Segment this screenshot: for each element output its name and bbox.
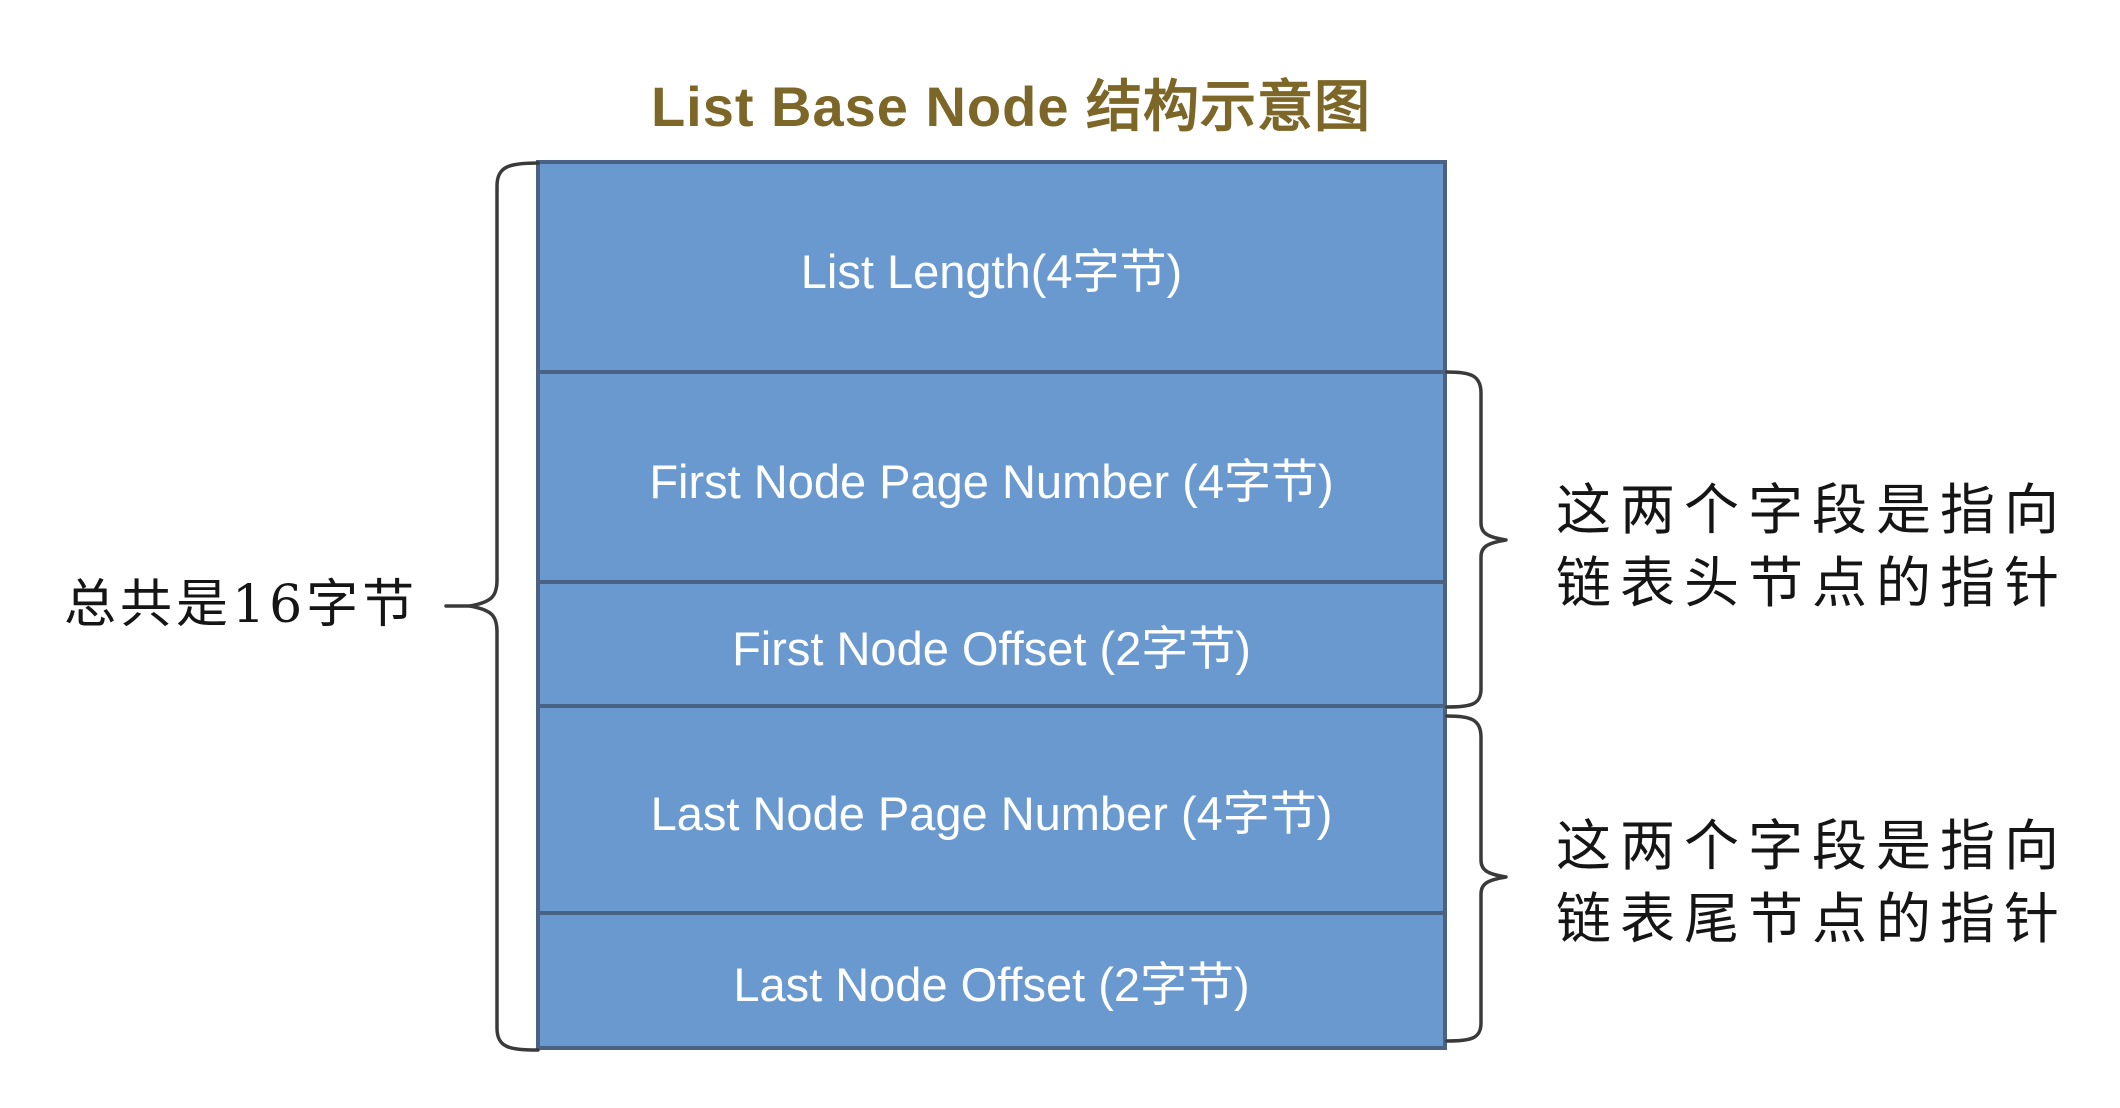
- row-list-length-label: List Length(4字节): [800, 244, 1183, 298]
- first-node-pointer-annotation-line2: 链表头节点的指针: [1556, 551, 2069, 615]
- row-first-node-page-number-label: First Node Page Number (4字节): [649, 454, 1334, 508]
- row-last-node-page-number: Last Node Page Number (4字节): [540, 704, 1443, 911]
- row-last-node-offset-label: Last Node Offset (2字节): [733, 958, 1250, 1011]
- row-first-node-offset: First Node Offset (2字节): [540, 580, 1443, 704]
- total-size-annotation: 总共是16字节: [64, 575, 419, 635]
- row-list-length: List Length(4字节): [540, 164, 1443, 370]
- struct-box: List Length(4字节) First Node Page Number …: [536, 160, 1447, 1050]
- row-first-node-offset-label: First Node Offset (2字节): [732, 621, 1251, 675]
- first-node-pointer-annotation: 这两个字段是指向 链表头节点的指针: [1556, 474, 2068, 620]
- last-node-pointer-annotation-line2: 链表尾节点的指针: [1556, 887, 2069, 951]
- last-node-pointer-annotation-line1: 这两个字段是指向: [1556, 814, 2069, 878]
- first-node-pointer-annotation-line1: 这两个字段是指向: [1556, 478, 2069, 542]
- row-last-node-offset: Last Node Offset (2字节): [540, 911, 1443, 1046]
- first-node-pointer-bracket: [1445, 370, 1508, 709]
- last-node-pointer-annotation: 这两个字段是指向 链表尾节点的指针: [1556, 810, 2068, 956]
- diagram-title: List Base Node 结构示意图: [650, 75, 1372, 138]
- row-first-node-page-number: First Node Page Number (4字节): [540, 370, 1443, 580]
- row-last-node-page-number-label: Last Node Page Number (4字节): [650, 787, 1333, 840]
- last-node-pointer-bracket: [1445, 714, 1508, 1043]
- left-total-size-bracket: [444, 161, 540, 1052]
